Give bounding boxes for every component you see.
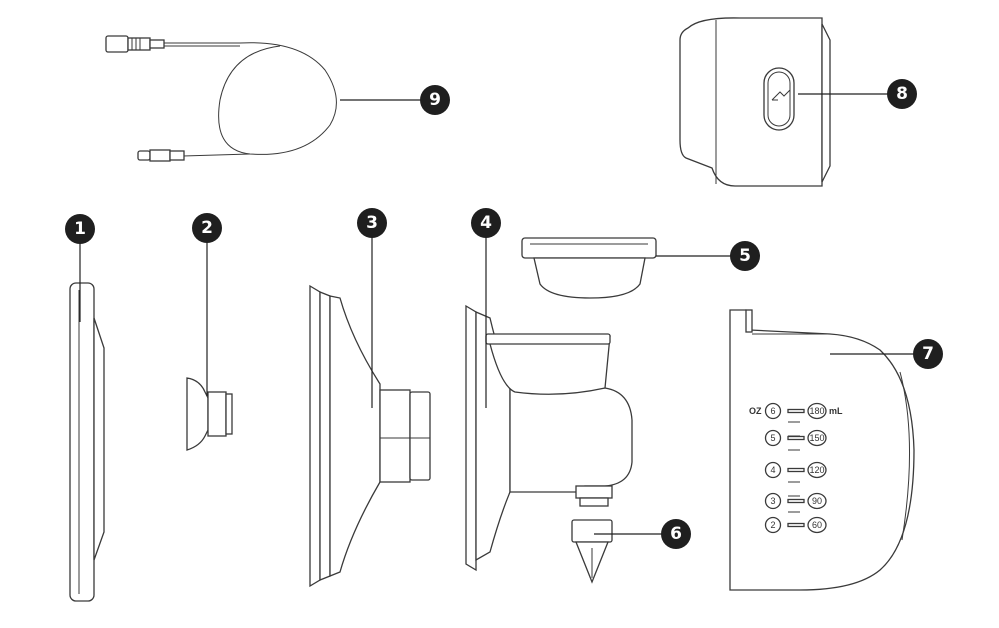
volume-scale: OZ mL 6 180 5 150 4 120 3 90 2 60 (749, 402, 843, 534)
oz-mark-label: 2 (770, 520, 775, 530)
ml-unit-label: mL (829, 406, 843, 416)
callout-6: 6 (661, 519, 691, 549)
oz-unit-label: OZ (749, 406, 762, 416)
svg-text:2: 2 (201, 218, 213, 238)
scale-tick (787, 435, 805, 441)
ml-mark-circle (807, 492, 827, 510)
ml-mark-circle (807, 461, 827, 479)
svg-text:7: 7 (922, 344, 934, 364)
oz-mark-circle (764, 461, 782, 479)
flange-insert (186, 377, 233, 451)
svg-text:9: 9 (429, 90, 441, 110)
svg-text:1: 1 (74, 219, 86, 239)
callout-4: 4 (471, 208, 501, 238)
ml-mark-circle (807, 429, 827, 447)
ml-mark-circle (807, 402, 827, 420)
ml-mark-label: 180 (809, 406, 824, 416)
oz-mark-circle (764, 402, 782, 420)
callout-9: 9 (420, 85, 450, 115)
oz-mark-label: 3 (770, 496, 775, 506)
duckbill-valve (571, 519, 613, 584)
oz-mark-circle (764, 429, 782, 447)
callout-7: 7 (913, 339, 943, 369)
breast-shield (309, 284, 431, 588)
diaphragm-cap (521, 237, 657, 299)
svg-text:3: 3 (366, 213, 378, 233)
ml-mark-circle (807, 516, 827, 534)
callout-3: 3 (357, 208, 387, 238)
leader-lines (79, 93, 928, 535)
scale-tick (787, 522, 805, 528)
ml-mark-label: 150 (809, 433, 824, 443)
svg-text:6: 6 (670, 524, 682, 544)
silicone-pad (69, 282, 105, 602)
motor-unit (679, 17, 831, 187)
svg-text:8: 8 (896, 84, 908, 104)
scale-tick (787, 498, 805, 504)
oz-mark-label: 6 (770, 406, 775, 416)
milk-collection-cup (729, 309, 915, 591)
oz-mark-label: 5 (770, 433, 775, 443)
scale-tick (787, 408, 805, 414)
ml-mark-label: 90 (812, 496, 822, 506)
ml-mark-label: 120 (809, 465, 824, 475)
callout-8: 8 (887, 79, 917, 109)
callout-1: 1 (65, 214, 95, 244)
ml-mark-label: 60 (812, 520, 822, 530)
oz-mark-circle (764, 492, 782, 510)
usb-cable (105, 35, 337, 162)
callout-2: 2 (192, 213, 222, 243)
oz-mark-label: 4 (770, 465, 775, 475)
svg-text:4: 4 (480, 213, 492, 233)
oz-mark-circle (764, 516, 782, 534)
callout-5: 5 (730, 241, 760, 271)
svg-text:5: 5 (739, 246, 751, 266)
scale-tick (787, 467, 805, 473)
